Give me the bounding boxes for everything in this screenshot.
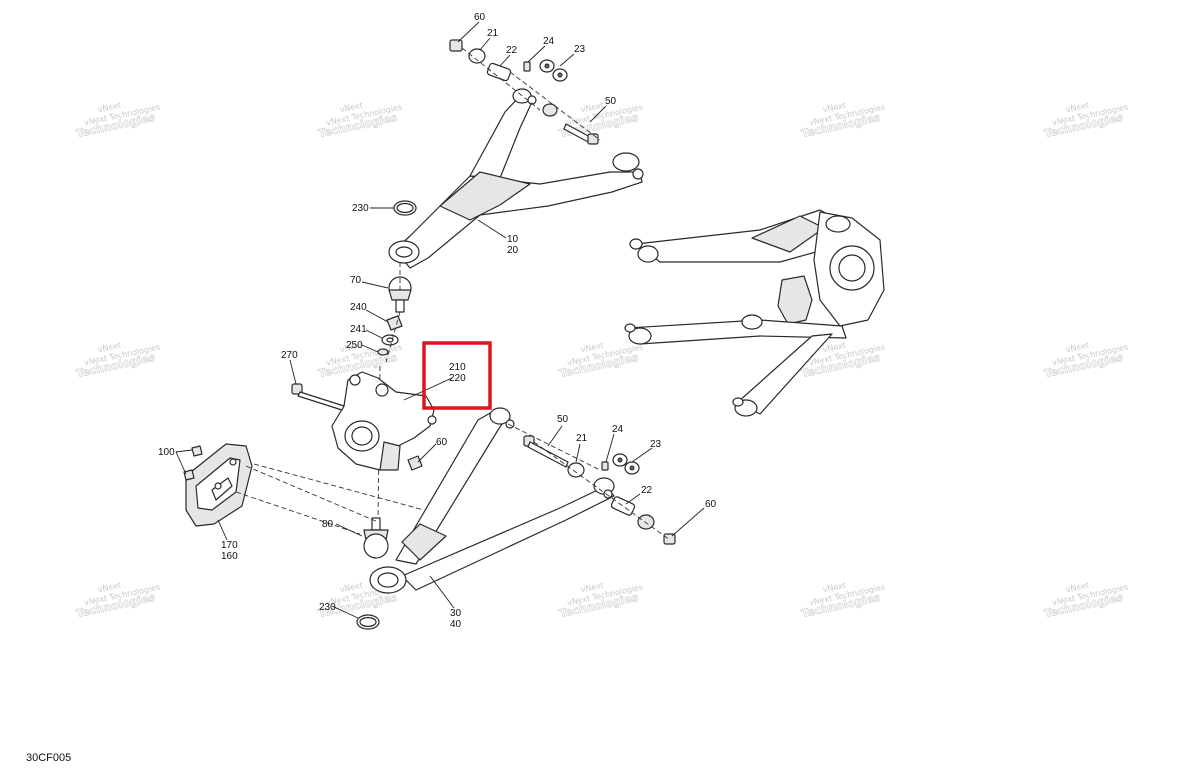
callout-23-lower[interactable]: 23	[650, 439, 662, 450]
callout-20[interactable]: 20	[507, 245, 519, 256]
callout-241[interactable]: 241	[350, 324, 367, 335]
sleeve-22[interactable]	[486, 62, 512, 82]
cotter-250[interactable]	[377, 348, 389, 356]
callout-50-lower[interactable]: 50	[557, 414, 569, 425]
callout-22-lower[interactable]: 22	[641, 485, 653, 496]
callout-100[interactable]: 100	[158, 447, 175, 458]
nut-60[interactable]	[449, 39, 463, 52]
callout-24[interactable]: 24	[543, 36, 555, 47]
screw-100[interactable]	[191, 445, 203, 457]
highlight-box	[422, 341, 492, 410]
callout-60-lower[interactable]: 60	[705, 499, 717, 510]
watermark: vNext vNext Technologies Technologies	[317, 101, 403, 141]
watermark: vNext vNext Technologies Technologies	[1043, 341, 1129, 381]
callout-270[interactable]: 270	[281, 350, 298, 361]
callout-230-bottom[interactable]: 230	[319, 602, 336, 613]
callout-170[interactable]: 170	[221, 540, 238, 551]
callout-250[interactable]: 250	[346, 340, 363, 351]
callout-70[interactable]: 70	[350, 275, 362, 286]
callout-23[interactable]: 23	[574, 44, 586, 55]
callout-10[interactable]: 10	[507, 234, 519, 245]
bushing-21-lower[interactable]	[567, 462, 585, 478]
assembled-view[interactable]	[624, 209, 885, 417]
watermark: vNext vNext Technologies Technologies	[75, 581, 161, 621]
lower-a-arm[interactable]	[369, 407, 615, 594]
callout-60[interactable]: 60	[474, 12, 486, 23]
callout-210[interactable]: 210	[449, 362, 466, 373]
nut-60-knuckle[interactable]	[407, 455, 423, 471]
callout-160[interactable]: 160	[221, 551, 238, 562]
grease-fitting-24[interactable]	[523, 61, 531, 72]
upper-a-arm[interactable]	[388, 88, 644, 269]
grease-fitting-24-lower[interactable]	[601, 461, 609, 471]
bolt-270[interactable]	[291, 383, 345, 411]
callout-80[interactable]: 80	[322, 519, 334, 530]
lower-hardware[interactable]	[523, 435, 676, 545]
callouts: 60 21 22 24 23 50 230 10 20 70 240 241 2…	[158, 12, 717, 630]
nut-240[interactable]	[386, 315, 403, 331]
callout-60-knuckle[interactable]: 60	[436, 437, 448, 448]
nut-60-lower[interactable]	[663, 533, 676, 545]
watermark: vNext vNext Technologies Technologies	[800, 101, 886, 141]
watermark: vNext vNext Technologies Technologies	[75, 101, 161, 141]
watermark: vNext vNext Technologies Technologies	[558, 581, 644, 621]
knuckle-guard[interactable]	[185, 443, 253, 527]
leader-lines	[175, 21, 705, 619]
callout-230[interactable]: 230	[352, 203, 369, 214]
callout-24-lower[interactable]: 24	[612, 424, 624, 435]
top-hardware[interactable]	[449, 39, 599, 145]
callout-50[interactable]: 50	[605, 96, 617, 107]
watermark: vNext vNext Technologies Technologies	[1043, 101, 1129, 141]
watermark: vNext vNext Technologies Technologies	[75, 341, 161, 381]
callout-40[interactable]: 40	[450, 619, 462, 630]
callout-21[interactable]: 21	[487, 28, 499, 39]
screw-100b[interactable]	[183, 469, 195, 481]
callout-21-lower[interactable]: 21	[576, 433, 588, 444]
watermark: vNext vNext Technologies Technologies	[800, 581, 886, 621]
callout-22[interactable]: 22	[506, 45, 518, 56]
callout-220[interactable]: 220	[449, 373, 466, 384]
callout-30[interactable]: 30	[450, 608, 462, 619]
knuckle[interactable]	[331, 371, 437, 471]
drawing-code: 30CF005	[26, 752, 72, 764]
sleeve-22-lower[interactable]	[610, 496, 636, 516]
watermark: vNext vNext Technologies Technologies	[1043, 581, 1129, 621]
callout-240[interactable]: 240	[350, 302, 367, 313]
bolt-50-lower[interactable]	[527, 441, 569, 468]
bushing-21[interactable]	[468, 48, 486, 64]
ball-joint-80[interactable]	[363, 517, 389, 559]
